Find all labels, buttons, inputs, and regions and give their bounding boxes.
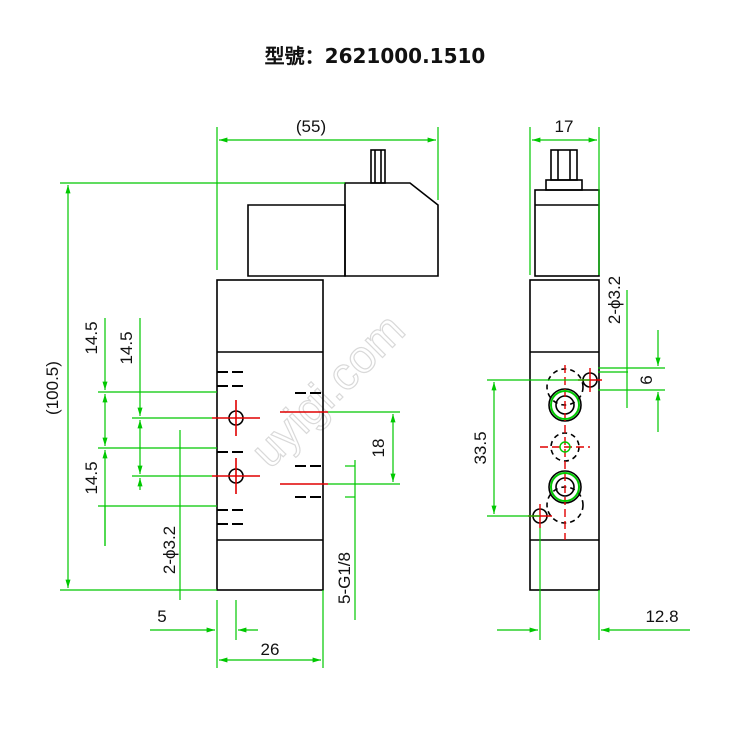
dim-mount-holes-side: 2-ϕ3.2 <box>605 276 624 324</box>
dim-width-overall: (55) <box>296 117 326 136</box>
dim-body-width: 26 <box>261 640 280 659</box>
side-dimension-labels: 17 2-ϕ3.2 6 33.5 12.8 <box>471 117 679 626</box>
front-dimension-labels: (55) (100.5) 14.5 14.5 14.5 2-ϕ3.2 5 26 … <box>43 117 388 659</box>
coil-housing <box>344 182 439 277</box>
dim-12-8: 12.8 <box>645 607 678 626</box>
dim-mount-holes-front: 2-ϕ3.2 <box>160 526 179 574</box>
port-marks <box>217 371 321 525</box>
side-connector <box>550 149 578 181</box>
dim-height-overall: (100.5) <box>43 361 62 415</box>
side-green-ports <box>550 390 580 502</box>
dim-spacing-top-b: 14.5 <box>117 331 136 364</box>
dim-hole-spacing: 18 <box>369 439 388 458</box>
dim-spacing-top-a: 14.5 <box>82 321 101 354</box>
front-dimensions <box>60 127 439 668</box>
front-view <box>216 149 439 591</box>
side-coil <box>534 189 600 277</box>
dim-offset-5: 5 <box>157 607 166 626</box>
valve-body <box>216 279 324 591</box>
dim-port-thread: 5-G1/8 <box>335 552 354 604</box>
watermark: uyigi.com <box>240 303 414 477</box>
side-dimensions <box>487 127 690 640</box>
drawing-title: 型號：2621000.1510 <box>264 44 486 68</box>
connector-pin <box>370 149 386 184</box>
coil-cap <box>247 204 346 277</box>
dim-6: 6 <box>637 375 656 384</box>
dim-33-5: 33.5 <box>471 431 490 464</box>
dim-spacing-bottom: 14.5 <box>82 461 101 494</box>
dim-side-width: 17 <box>555 117 574 136</box>
front-centerlines <box>212 400 328 494</box>
side-body <box>529 279 600 591</box>
